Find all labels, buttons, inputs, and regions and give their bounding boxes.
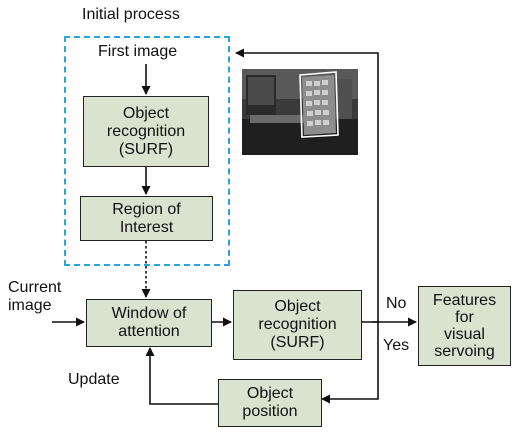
- initial-process-region: [64, 36, 230, 266]
- object-position-box: Object position: [218, 379, 322, 427]
- object-recognition-initial-box: Object recognition (SURF): [83, 96, 209, 167]
- update-label: Update: [68, 371, 120, 388]
- first-image-photo: [242, 69, 358, 155]
- first-image-label: First image: [98, 43, 178, 60]
- current-image-label: Current image: [8, 279, 62, 314]
- yes-label: Yes: [383, 337, 410, 354]
- features-box: Features for visual servoing: [418, 286, 511, 366]
- window-of-attention-box: Window of attention: [86, 299, 212, 347]
- object-recognition-box: Object recognition (SURF): [233, 290, 362, 360]
- arrow-update-to-window: [145, 347, 218, 405]
- diagram-title: Initial process: [82, 6, 180, 23]
- no-label: No: [386, 295, 407, 312]
- region-of-interest-box: Region of Interest: [80, 196, 213, 241]
- arrow-yes-to-object-position: [321, 322, 379, 404]
- arrow-loop-to-first-image: [235, 48, 379, 323]
- roi-rectangle: [299, 71, 339, 138]
- photo-scene: [242, 69, 358, 155]
